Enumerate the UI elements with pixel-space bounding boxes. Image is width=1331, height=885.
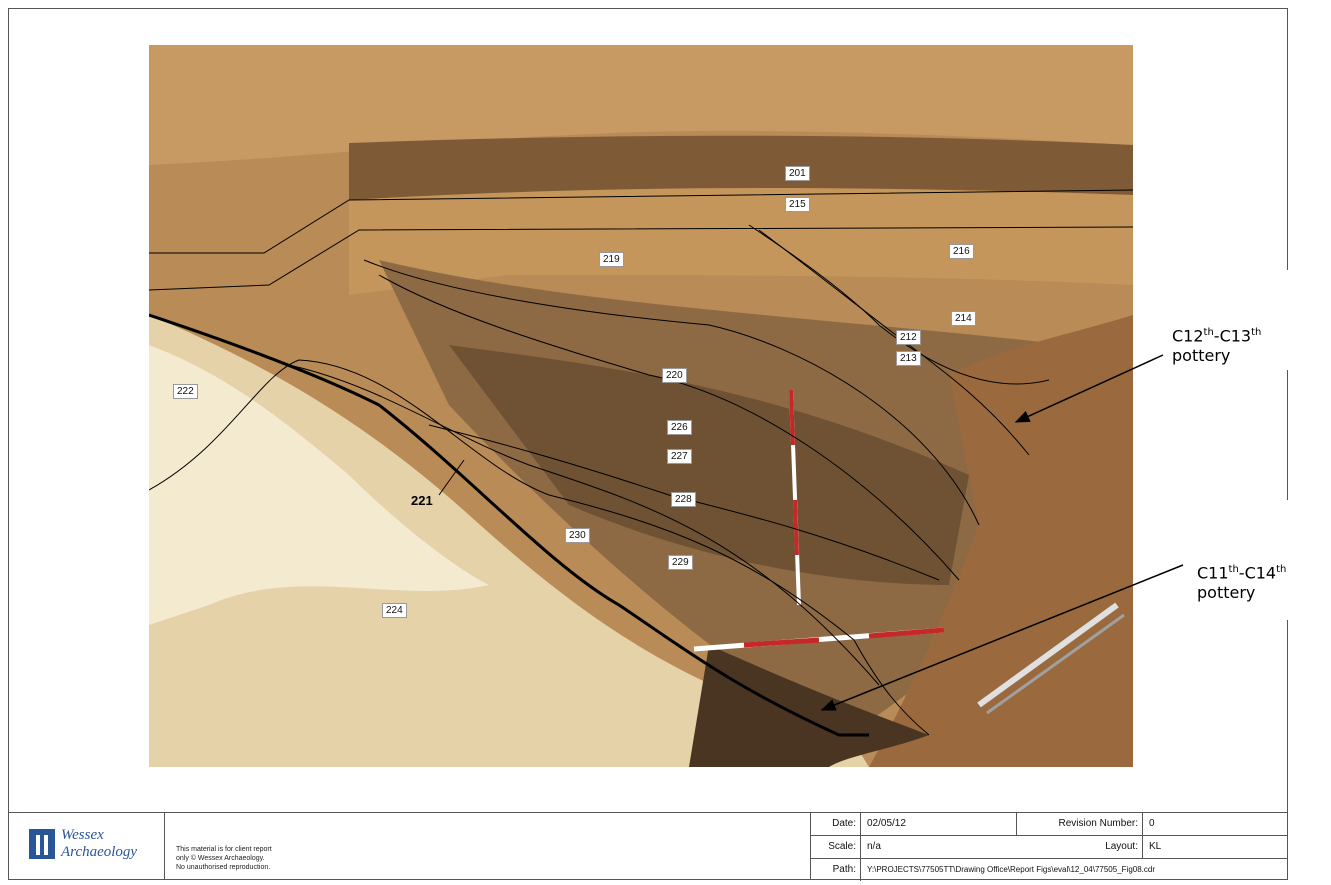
- revision-value: 0: [1149, 818, 1155, 829]
- info-row-path: Path: Y:\PROJECTS\77505TT\Drawing Office…: [811, 859, 1288, 881]
- page-frame: [8, 8, 1288, 880]
- copyright-notice: This material is for client report only …: [176, 845, 272, 872]
- context-label-230: 230: [565, 528, 590, 543]
- context-label-221: 221: [411, 493, 433, 508]
- context-label-229: 229: [668, 555, 693, 570]
- info-table: Date: 02/05/12 Revision Number: 0 Scale:…: [810, 813, 1288, 881]
- info-row-scale: Scale: n/a Layout: KL: [811, 836, 1288, 859]
- info-row-date: Date: 02/05/12 Revision Number: 0: [811, 813, 1288, 836]
- logo-line-1: Wessex: [61, 827, 104, 843]
- callout-lower-sup-a: th: [1228, 564, 1239, 575]
- title-block: Wessex Archaeology This material is for …: [9, 812, 1288, 881]
- context-label-216: 216: [949, 244, 974, 259]
- callout-upper-century-a: C12: [1172, 326, 1204, 346]
- path-value: Y:\PROJECTS\77505TT\Drawing Office\Repor…: [867, 865, 1155, 874]
- context-label-222: 222: [173, 384, 198, 399]
- callout-upper-century-b: -C13: [1213, 326, 1252, 346]
- callout-upper: C12th-C13th pottery: [1172, 323, 1261, 366]
- scale-label: Scale:: [811, 836, 861, 858]
- revision-label: Revision Number:: [1017, 813, 1143, 835]
- callout-lower: C11th-C14th pottery: [1197, 560, 1286, 603]
- context-label-224: 224: [382, 603, 407, 618]
- frame-gap-upper: [1287, 270, 1288, 370]
- callout-upper-word: pottery: [1172, 346, 1231, 366]
- context-label-215: 215: [785, 197, 810, 212]
- callout-upper-sup-a: th: [1203, 327, 1214, 338]
- context-label-213: 213: [896, 351, 921, 366]
- section-photo: [149, 45, 1133, 767]
- context-label-227: 227: [667, 449, 692, 464]
- context-label-212: 212: [896, 330, 921, 345]
- path-label: Path:: [811, 859, 861, 881]
- context-label-214: 214: [951, 311, 976, 326]
- wessex-logo-icon: [29, 829, 55, 859]
- logo-text: Wessex Archaeology: [61, 827, 137, 861]
- cut-base-line: [149, 313, 869, 737]
- context-label-228: 228: [671, 492, 696, 507]
- callout-lower-century-a: C11: [1197, 563, 1229, 583]
- copyright-line-2: only © Wessex Archaeology.: [176, 855, 265, 862]
- context-label-220: 220: [662, 368, 687, 383]
- date-value: 02/05/12: [867, 813, 1017, 835]
- context-label-219: 219: [599, 252, 624, 267]
- callout-lower-century-b: -C14: [1238, 563, 1277, 583]
- context-boundaries: [149, 189, 1133, 736]
- layout-value: KL: [1149, 841, 1162, 852]
- context-label-226: 226: [667, 420, 692, 435]
- context-label-201: 201: [785, 166, 810, 181]
- scale-value: n/a: [867, 841, 881, 852]
- copyright-line-3: No unauthorised reproduction.: [176, 864, 271, 871]
- frame-gap-lower: [1287, 500, 1288, 620]
- callout-lower-word: pottery: [1197, 583, 1256, 603]
- logo-line-2: Archaeology: [61, 844, 138, 860]
- callout-lower-sup-b: th: [1276, 564, 1287, 575]
- date-label: Date:: [811, 813, 861, 835]
- logo-box: Wessex Archaeology: [9, 813, 165, 880]
- section-photo-drawing: [149, 45, 1133, 767]
- copyright-line-1: This material is for client report: [176, 846, 272, 853]
- callout-upper-sup-b: th: [1251, 327, 1262, 338]
- layout-label: Layout:: [1017, 836, 1143, 858]
